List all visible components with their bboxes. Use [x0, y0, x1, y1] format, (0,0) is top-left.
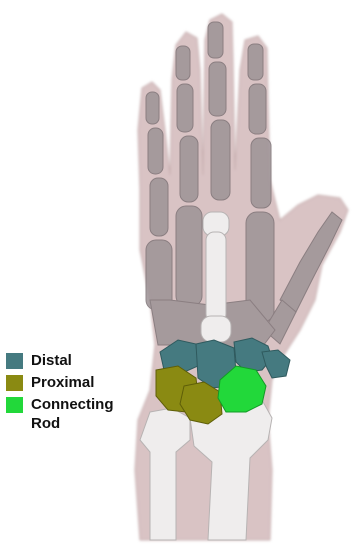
legend-label-proximal: Proximal — [31, 374, 94, 391]
legend-label-connecting-rod-line1: Connecting — [31, 396, 114, 413]
legend-label-distal: Distal — [31, 352, 72, 369]
central-metacarpal — [201, 212, 231, 342]
legend-swatch-connecting-rod — [6, 397, 23, 413]
legend-label-connecting-rod-line2: Rod — [31, 415, 60, 432]
legend-swatch-distal — [6, 353, 23, 369]
legend-swatch-proximal — [6, 375, 23, 391]
